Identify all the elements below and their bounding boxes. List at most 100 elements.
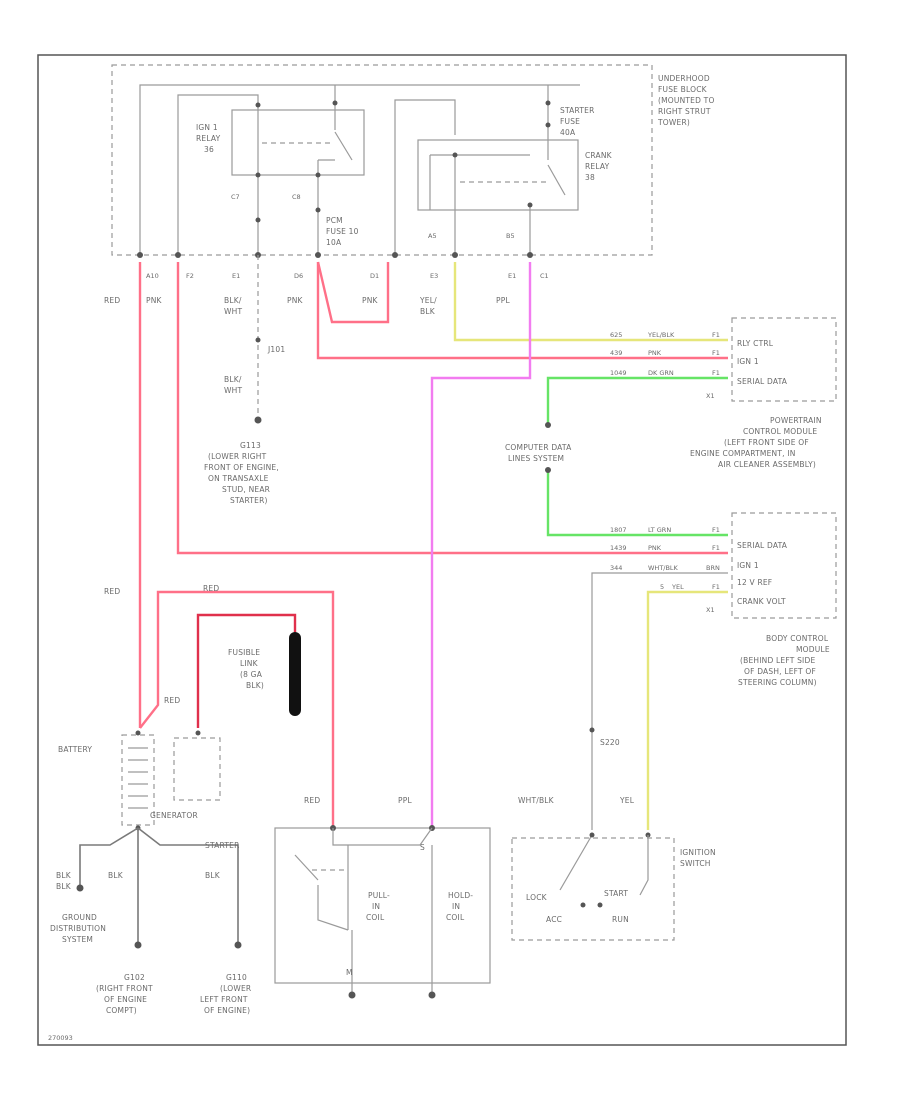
motor-icon: M: [346, 968, 353, 977]
svg-text:5: 5: [660, 583, 664, 591]
generator: GENERATOR: [150, 730, 221, 820]
connector-labels: A10 F2 E1 D6 D1 E3 E1 C1: [146, 272, 549, 280]
pnk-bcm-ign1-wire: [176, 262, 728, 555]
crank-relay-label: CRANK: [585, 151, 613, 160]
svg-text:FUSE 10: FUSE 10: [326, 227, 359, 236]
diagram-frame: [37, 54, 847, 1046]
svg-text:BLK: BLK: [56, 871, 72, 880]
svg-text:E3: E3: [430, 272, 438, 280]
svg-text:YEL/: YEL/: [419, 296, 437, 305]
svg-text:(LEFT FRONT SIDE OF: (LEFT FRONT SIDE OF: [724, 438, 809, 447]
svg-text:YEL: YEL: [619, 796, 635, 805]
svg-text:A5: A5: [428, 232, 437, 240]
figure-code: 270093: [48, 1034, 73, 1042]
svg-text:1049: 1049: [610, 369, 627, 377]
svg-text:RUN: RUN: [612, 915, 629, 924]
svg-text:HOLD-: HOLD-: [448, 891, 473, 900]
svg-text:SERIAL DATA: SERIAL DATA: [737, 377, 788, 386]
battery-cables: RED RED RED RED PPL: [104, 584, 412, 828]
svg-text:(LOWER RIGHT: (LOWER RIGHT: [208, 452, 267, 461]
svg-text:RED: RED: [164, 696, 180, 705]
svg-text:(8 GA: (8 GA: [240, 670, 263, 679]
svg-text:BLK/: BLK/: [224, 375, 242, 384]
ign1-relay-box: [231, 109, 365, 176]
svg-text:(RIGHT FRONT: (RIGHT FRONT: [96, 984, 153, 993]
svg-text:FUSIBLE: FUSIBLE: [228, 648, 260, 657]
svg-text:COIL: COIL: [446, 913, 465, 922]
svg-text:CONTROL MODULE: CONTROL MODULE: [743, 427, 817, 436]
svg-text:D1: D1: [370, 272, 379, 280]
svg-text:YEL/BLK: YEL/BLK: [647, 331, 675, 339]
svg-text:F1: F1: [712, 544, 720, 552]
svg-text:LINES SYSTEM: LINES SYSTEM: [508, 454, 564, 463]
svg-text:RLY CTRL: RLY CTRL: [737, 339, 774, 348]
svg-text:START: START: [604, 889, 628, 898]
svg-text:S220: S220: [600, 738, 620, 747]
svg-text:IGNITION: IGNITION: [680, 848, 716, 857]
svg-text:36: 36: [204, 145, 214, 154]
svg-text:SERIAL DATA: SERIAL DATA: [737, 541, 788, 550]
svg-text:E1: E1: [232, 272, 240, 280]
svg-text:ACC: ACC: [546, 915, 562, 924]
svg-text:(LOWER: (LOWER: [220, 984, 251, 993]
svg-text:MODULE: MODULE: [796, 645, 830, 654]
svg-text:G102: G102: [124, 973, 145, 982]
yel-blk-pcm-wire: [453, 262, 728, 342]
crank-relay-box: [417, 139, 579, 211]
svg-text:IN: IN: [452, 902, 460, 911]
svg-text:G113: G113: [240, 441, 261, 450]
svg-text:BLK/: BLK/: [224, 296, 242, 305]
svg-text:GENERATOR: GENERATOR: [150, 811, 198, 820]
svg-text:SWITCH: SWITCH: [680, 859, 711, 868]
svg-text:RED: RED: [104, 296, 120, 305]
svg-text:RED: RED: [304, 796, 320, 805]
svg-text:38: 38: [585, 173, 595, 182]
svg-text:X1: X1: [706, 392, 715, 400]
svg-text:DISTRIBUTION: DISTRIBUTION: [50, 924, 106, 933]
svg-text:S: S: [420, 843, 425, 852]
svg-text:IGN 1: IGN 1: [737, 357, 759, 366]
svg-text:OF DASH, LEFT OF: OF DASH, LEFT OF: [744, 667, 816, 676]
svg-text:COIL: COIL: [366, 913, 385, 922]
svg-text:POWERTRAIN: POWERTRAIN: [770, 416, 822, 425]
svg-text:D6: D6: [294, 272, 303, 280]
svg-text:STARTER): STARTER): [230, 496, 268, 505]
svg-text:PNK: PNK: [146, 296, 163, 305]
fusible-link: FUSIBLE LINK (8 GA BLK): [228, 632, 301, 716]
pnk-pcm-ign1-wire: [316, 262, 728, 360]
svg-text:WHT: WHT: [224, 386, 242, 395]
svg-text:F1: F1: [712, 349, 720, 357]
svg-text:B5: B5: [506, 232, 515, 240]
svg-text:J101: J101: [267, 345, 285, 354]
svg-text:BODY CONTROL: BODY CONTROL: [766, 634, 829, 643]
svg-text:LT GRN: LT GRN: [648, 526, 671, 534]
ground-g113-wire: J101 BLK/ WHT: [224, 255, 285, 424]
svg-text:PNK: PNK: [287, 296, 304, 305]
svg-text:OF ENGINE: OF ENGINE: [104, 995, 147, 1004]
svg-text:LEFT FRONT: LEFT FRONT: [200, 995, 248, 1004]
svg-text:WHT/BLK: WHT/BLK: [518, 796, 555, 805]
svg-text:BLK: BLK: [56, 882, 72, 891]
svg-text:WHT: WHT: [224, 307, 242, 316]
svg-text:BLK: BLK: [205, 871, 221, 880]
svg-text:UNDERHOOD: UNDERHOOD: [658, 74, 710, 83]
svg-text:FUSE BLOCK: FUSE BLOCK: [658, 85, 708, 94]
svg-text:C7: C7: [231, 193, 240, 201]
svg-text:STEERING COLUMN): STEERING COLUMN): [738, 678, 817, 687]
g113-label: G113 (LOWER RIGHT FRONT OF ENGINE, ON TR…: [204, 441, 279, 505]
svg-text:(BEHIND LEFT SIDE: (BEHIND LEFT SIDE: [740, 656, 815, 665]
svg-text:GROUND: GROUND: [62, 913, 97, 922]
svg-text:ON TRANSAXLE: ON TRANSAXLE: [208, 474, 269, 483]
svg-text:LINK: LINK: [240, 659, 259, 668]
svg-text:F1: F1: [712, 526, 720, 534]
starter-solenoid: STARTER S PULL- IN COIL HOLD- IN COIL M: [205, 825, 491, 999]
svg-text:F2: F2: [186, 272, 194, 280]
svg-text:G110: G110: [226, 973, 247, 982]
svg-text:RELAY: RELAY: [196, 134, 221, 143]
svg-text:1439: 1439: [610, 544, 627, 552]
svg-text:F1: F1: [712, 331, 720, 339]
ppl-starter-wire: [430, 262, 532, 828]
pnk-d1-loop: [316, 261, 390, 324]
svg-text:IN: IN: [372, 902, 380, 911]
svg-text:10A: 10A: [326, 238, 342, 247]
